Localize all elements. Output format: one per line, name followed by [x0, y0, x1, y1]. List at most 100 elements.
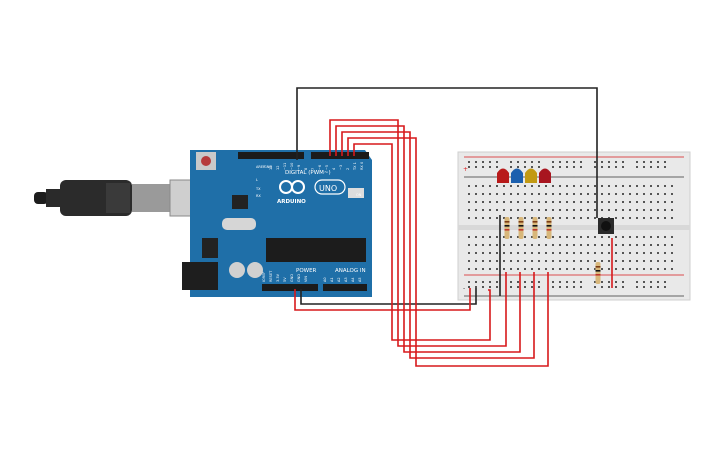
breadboard-hole[interactable] — [510, 281, 512, 283]
wire-red-pin3[interactable] — [335, 125, 521, 353]
breadboard-hole[interactable] — [622, 193, 624, 195]
breadboard-hole[interactable] — [524, 281, 526, 283]
breadboard-hole[interactable] — [510, 166, 512, 168]
breadboard-hole[interactable] — [587, 260, 589, 262]
breadboard-hole[interactable] — [657, 268, 659, 270]
breadboard-hole[interactable] — [538, 185, 540, 187]
breadboard-hole[interactable] — [636, 201, 638, 203]
breadboard-hole[interactable] — [489, 252, 491, 254]
breadboard-hole[interactable] — [489, 217, 491, 219]
breadboard-hole[interactable] — [587, 185, 589, 187]
breadboard-hole[interactable] — [566, 209, 568, 211]
breadboard-hole[interactable] — [468, 286, 470, 288]
breadboard-hole[interactable] — [468, 260, 470, 262]
breadboard-hole[interactable] — [580, 193, 582, 195]
breadboard-hole[interactable] — [580, 286, 582, 288]
breadboard-hole[interactable] — [580, 185, 582, 187]
breadboard-hole[interactable] — [664, 185, 666, 187]
breadboard-hole[interactable] — [531, 281, 533, 283]
breadboard-hole[interactable] — [517, 166, 519, 168]
wire-red-pin6[interactable] — [353, 143, 491, 341]
breadboard-hole[interactable] — [503, 260, 505, 262]
breadboard-hole[interactable] — [657, 201, 659, 203]
wire-black-pushbutton[interactable] — [296, 87, 598, 218]
breadboard-hole[interactable] — [482, 281, 484, 283]
breadboard-hole[interactable] — [601, 209, 603, 211]
breadboard-hole[interactable] — [482, 286, 484, 288]
breadboard-hole[interactable] — [671, 185, 673, 187]
breadboard-hole[interactable] — [657, 185, 659, 187]
breadboard-hole[interactable] — [524, 244, 526, 246]
breadboard-hole[interactable] — [636, 244, 638, 246]
breadboard-hole[interactable] — [622, 252, 624, 254]
breadboard-hole[interactable] — [580, 281, 582, 283]
breadboard-hole[interactable] — [503, 209, 505, 211]
breadboard-hole[interactable] — [580, 201, 582, 203]
breadboard-hole[interactable] — [489, 260, 491, 262]
breadboard-hole[interactable] — [559, 166, 561, 168]
breadboard-hole[interactable] — [559, 268, 561, 270]
breadboard-hole[interactable] — [622, 281, 624, 283]
resistors[interactable] — [504, 217, 601, 284]
breadboard-hole[interactable] — [664, 161, 666, 163]
breadboard-hole[interactable] — [531, 286, 533, 288]
breadboard-hole[interactable] — [475, 209, 477, 211]
breadboard-hole[interactable] — [496, 161, 498, 163]
breadboard-hole[interactable] — [573, 260, 575, 262]
breadboard-hole[interactable] — [608, 209, 610, 211]
breadboard-hole[interactable] — [643, 201, 645, 203]
breadboard-hole[interactable] — [538, 209, 540, 211]
breadboard-hole[interactable] — [489, 185, 491, 187]
breadboard-hole[interactable] — [524, 166, 526, 168]
breadboard-hole[interactable] — [496, 193, 498, 195]
breadboard-hole[interactable] — [475, 268, 477, 270]
breadboard-hole[interactable] — [475, 185, 477, 187]
breadboard-hole[interactable] — [636, 236, 638, 238]
breadboard-hole[interactable] — [503, 201, 505, 203]
breadboard-hole[interactable] — [671, 268, 673, 270]
breadboard-hole[interactable] — [664, 260, 666, 262]
breadboard-hole[interactable] — [650, 185, 652, 187]
breadboard-hole[interactable] — [650, 268, 652, 270]
breadboard-hole[interactable] — [468, 161, 470, 163]
breadboard-hole[interactable] — [594, 281, 596, 283]
breadboard-hole[interactable] — [559, 286, 561, 288]
breadboard-hole[interactable] — [594, 166, 596, 168]
breadboard-hole[interactable] — [468, 217, 470, 219]
breadboard-hole[interactable] — [615, 268, 617, 270]
breadboard-hole[interactable] — [601, 260, 603, 262]
led-yellow[interactable] — [525, 168, 537, 184]
breadboard-hole[interactable] — [573, 286, 575, 288]
breadboard-hole[interactable] — [538, 286, 540, 288]
breadboard-hole[interactable] — [475, 286, 477, 288]
breadboard-hole[interactable] — [566, 217, 568, 219]
breadboard-hole[interactable] — [517, 236, 519, 238]
breadboard-hole[interactable] — [636, 185, 638, 187]
wire-black-gnd[interactable] — [300, 288, 477, 305]
breadboard-hole[interactable] — [559, 193, 561, 195]
breadboard-hole[interactable] — [552, 209, 554, 211]
resistor-1[interactable] — [504, 217, 510, 239]
breadboard-hole[interactable] — [482, 244, 484, 246]
breadboard-hole[interactable] — [664, 286, 666, 288]
led-red-2[interactable] — [539, 168, 551, 184]
breadboard-hole[interactable] — [482, 268, 484, 270]
breadboard-hole[interactable] — [573, 268, 575, 270]
breadboard-hole[interactable] — [664, 236, 666, 238]
breadboard-hole[interactable] — [475, 161, 477, 163]
breadboard-hole[interactable] — [601, 252, 603, 254]
breadboard-hole[interactable] — [636, 193, 638, 195]
breadboard-hole[interactable] — [629, 217, 631, 219]
breadboard-hole[interactable] — [531, 193, 533, 195]
breadboard-hole[interactable] — [657, 217, 659, 219]
breadboard-hole[interactable] — [573, 209, 575, 211]
breadboard-hole[interactable] — [615, 281, 617, 283]
breadboard-hole[interactable] — [615, 236, 617, 238]
breadboard-hole[interactable] — [615, 252, 617, 254]
breadboard-hole[interactable] — [496, 201, 498, 203]
breadboard-hole[interactable] — [566, 268, 568, 270]
breadboard-hole[interactable] — [496, 252, 498, 254]
breadboard-hole[interactable] — [489, 201, 491, 203]
breadboard-hole[interactable] — [524, 209, 526, 211]
breadboard-hole[interactable] — [657, 236, 659, 238]
